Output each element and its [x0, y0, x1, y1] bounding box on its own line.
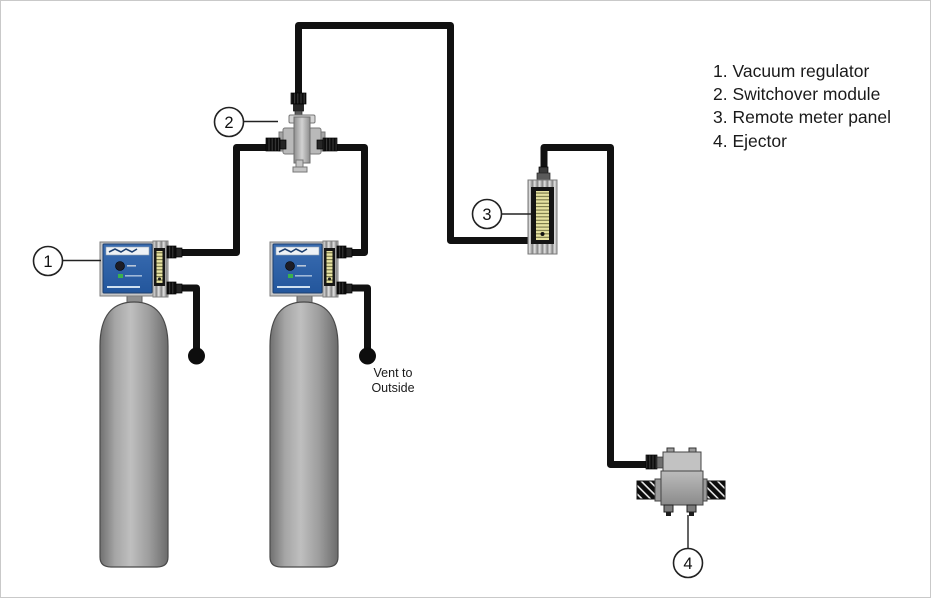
callout-4-number: 4	[683, 555, 692, 573]
remote-meter-panel	[527, 166, 558, 255]
gas-cylinder-2	[269, 301, 339, 568]
switchover-body	[293, 116, 311, 164]
ejector-body-bottom	[660, 470, 704, 506]
legend-item-ejector: 4. Ejector	[713, 130, 787, 151]
callout-4-ejector: 4	[672, 547, 704, 579]
ejector	[636, 447, 726, 516]
pipe-vent-1	[179, 284, 200, 352]
callout-3-remote-meter-panel: 3	[471, 198, 503, 230]
legend: 1. Vacuum regulator 2. Switchover module…	[713, 60, 891, 153]
pipe-meter-panel-to-ejector	[540, 144, 649, 468]
callout-1-vacuum-regulator: 1	[32, 245, 64, 277]
legend-item-remote-meter-panel: 3. Remote meter panel	[713, 107, 892, 128]
callout-3-number: 3	[482, 206, 491, 224]
callout-1-number: 1	[43, 253, 52, 271]
vent-to-outside-label: Vent to Outside	[371, 366, 415, 395]
ejector-gas-inlet-connector	[645, 454, 658, 470]
switchover-right-connector	[322, 137, 338, 152]
vacuum-tubing	[179, 22, 649, 468]
ejector-body-top	[662, 451, 702, 472]
vent-outlet-2	[359, 347, 376, 365]
pipe-vent-2	[352, 284, 371, 352]
pipe-regulator1-to-switchover	[179, 144, 267, 256]
pipe-switchover-to-regulator2	[337, 144, 368, 256]
gas-cylinder-1	[99, 301, 169, 568]
legend-item-switchover-module: 2. Switchover module	[713, 84, 881, 105]
switchover-left-connector	[265, 137, 281, 152]
callout-2-number: 2	[224, 114, 233, 132]
vent-outlet-1	[188, 347, 205, 365]
meter-float-ball	[540, 232, 545, 236]
pipe-switchover-to-meter-panel	[295, 22, 531, 244]
vacuum-regulator-1	[99, 240, 183, 298]
switchover-foot	[292, 166, 308, 173]
callout-2-switchover-module: 2	[213, 106, 245, 138]
callout-leader-lines	[62, 120, 689, 549]
legend-item-vacuum-regulator: 1. Vacuum regulator	[713, 61, 870, 81]
vacuum-regulator-2	[269, 240, 353, 298]
switchover-top-connector	[290, 92, 307, 105]
switchover-module	[265, 92, 338, 173]
